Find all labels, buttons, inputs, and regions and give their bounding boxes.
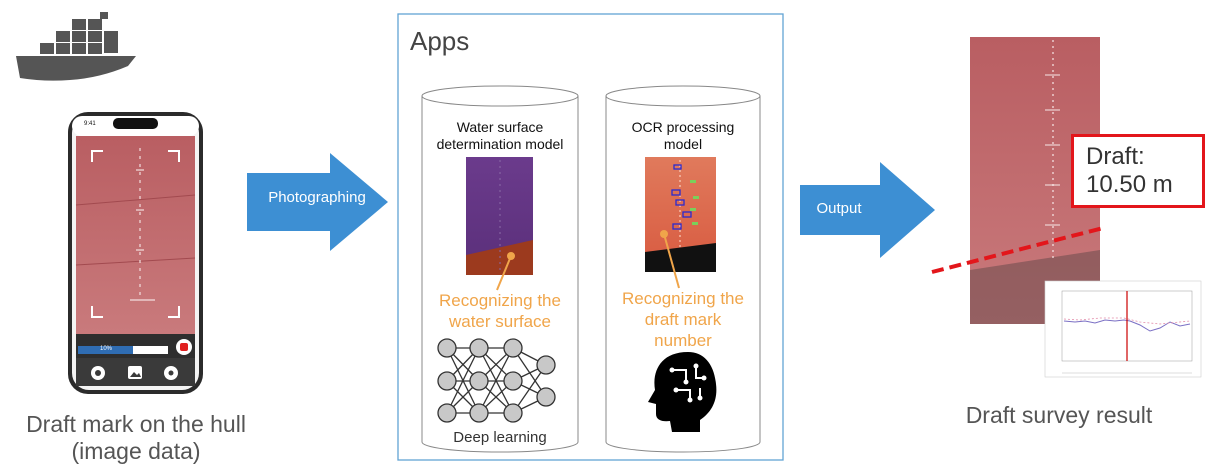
- right-caption: Draft survey result: [965, 402, 1153, 428]
- left-caption-line-2: (image data): [71, 438, 201, 464]
- ocr-model-title-line-1: OCR processing: [631, 119, 735, 135]
- water-recognize-line-1: Recognizing the: [439, 291, 561, 310]
- output-label: Output: [816, 200, 862, 217]
- water-model-title-line-2: determination model: [436, 136, 564, 152]
- draft-value: 10.50 m: [1086, 171, 1173, 198]
- progress-bar-fill: [78, 346, 133, 354]
- record-icon: [180, 343, 188, 351]
- smartphone: [68, 112, 203, 394]
- settings-icon[interactable]: [164, 366, 178, 380]
- phone-camera-view: [76, 136, 195, 334]
- water-model-title: Water surface determination model: [422, 119, 578, 153]
- ocr-model-title-line-2: model: [663, 136, 703, 152]
- phone-draft-marks: [130, 148, 155, 301]
- result-plot-thumbnail: [1044, 280, 1202, 378]
- phone-time: 9:41: [84, 121, 96, 127]
- image-icon[interactable]: [128, 366, 142, 379]
- result-hull-image: [970, 37, 1100, 324]
- segmentation-image: [466, 157, 533, 291]
- ocr-recognize-text: Recognizing the draft mark number: [606, 288, 760, 351]
- water-recognize-text: Recognizing the water surface: [422, 290, 578, 332]
- photographing-arrow: [247, 153, 388, 251]
- deep-learning-label: Deep learning: [453, 429, 547, 446]
- neural-network-icon: [437, 338, 556, 423]
- output-arrow: [800, 162, 935, 258]
- ocr-recognize-line-3: number: [654, 331, 712, 350]
- water-recognize-line-2: water surface: [448, 312, 552, 331]
- left-caption-line-1: Draft mark on the hull: [26, 411, 246, 437]
- draft-label: Draft:: [1086, 143, 1145, 170]
- ocr-recognize-line-1: Recognizing the: [622, 289, 744, 308]
- left-caption: Draft mark on the hull (image data): [0, 411, 272, 465]
- ocr-model-cylinder: [605, 85, 761, 453]
- ocr-model-title: OCR processing model: [606, 119, 760, 153]
- phone-progress-text: 10%: [100, 346, 113, 352]
- ship-icon: [16, 12, 136, 81]
- photographing-label: Photographing: [268, 189, 366, 206]
- camera-icon[interactable]: [91, 366, 105, 380]
- viewfinder-corners: [91, 150, 180, 318]
- brain-icon: [648, 352, 717, 432]
- waterline-dashed: [931, 226, 1104, 274]
- ocr-image: [645, 157, 716, 289]
- apps-title: Apps: [410, 26, 470, 56]
- water-model-title-line-1: Water surface: [456, 119, 544, 135]
- ocr-recognize-line-2: draft mark: [644, 310, 722, 329]
- draft-result-box: Draft: 10.50 m: [1071, 134, 1205, 208]
